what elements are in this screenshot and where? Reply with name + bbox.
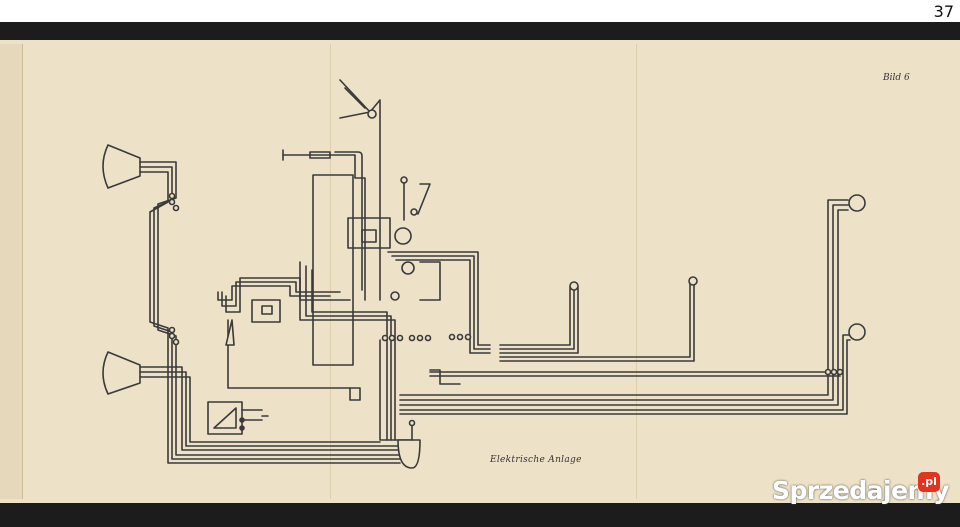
diagram-caption: Elektrische Anlage — [490, 455, 582, 465]
terminal — [688, 276, 698, 286]
left-page-strip — [0, 44, 23, 499]
scanned-sheet — [0, 40, 960, 503]
fold-line — [636, 44, 637, 499]
harness-connectors — [168, 192, 180, 346]
right-run-upper — [499, 281, 695, 362]
switch-panel — [312, 174, 354, 366]
top-bar: 37 — [0, 0, 960, 22]
page-number: 37 — [933, 2, 954, 21]
headlamp-top — [102, 144, 141, 189]
center-loom — [299, 251, 491, 441]
fold-line — [330, 44, 331, 499]
right-run-lower — [399, 199, 851, 415]
watermark-badge: .pl — [918, 472, 940, 492]
rear-lamp-top — [848, 194, 866, 212]
instrument-cluster — [390, 176, 418, 301]
rear-lamp-bottom — [848, 323, 866, 341]
headlamp-bottom — [102, 351, 141, 395]
left-loom — [217, 277, 351, 389]
figure-label: Bild 6 — [883, 73, 910, 83]
terminal — [569, 281, 579, 291]
left-harness — [139, 161, 401, 464]
